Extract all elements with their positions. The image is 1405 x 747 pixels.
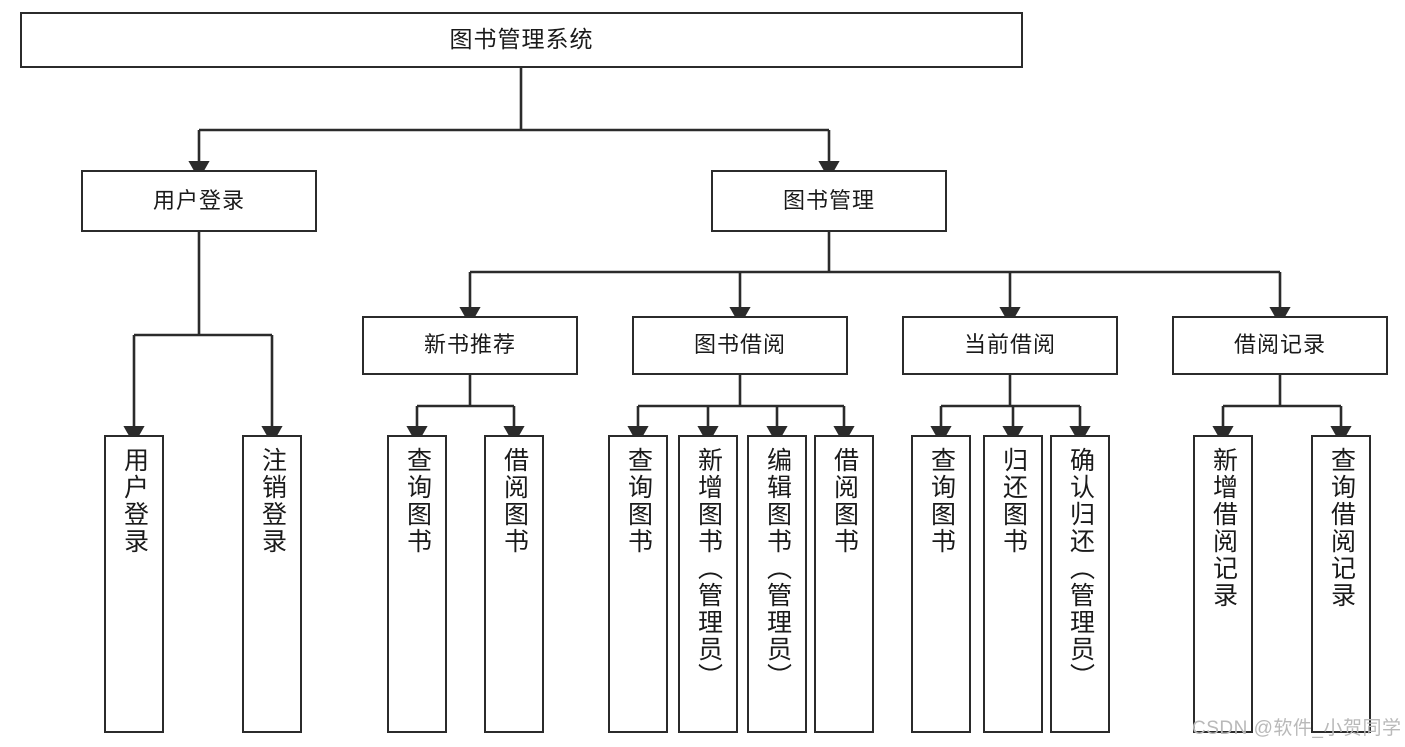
node-leaf-query-book-recommend[interactable]: 查询图书 (387, 435, 447, 733)
csdn-watermark: CSDN @软件_小贺同学 (1192, 718, 1402, 739)
node-leaf-borrow-book-recommend[interactable]: 借阅图书 (484, 435, 544, 733)
node-borrow-record-label: 借阅记录 (1233, 332, 1326, 358)
node-leaf-add-book-admin[interactable]: 新增图书（管理员） (678, 435, 738, 733)
node-user-login-label: 用户登录 (152, 187, 245, 213)
node-leaf-edit-book-admin-label: 编辑图书（管理员） (763, 447, 792, 690)
node-new-book-recommend[interactable]: 新书推荐 (362, 316, 578, 375)
node-borrow-record[interactable]: 借阅记录 (1172, 316, 1388, 375)
node-book-borrow-label: 图书借阅 (693, 332, 786, 358)
node-leaf-confirm-return-admin[interactable]: 确认归还（管理员） (1050, 435, 1110, 733)
node-leaf-query-borrow-record-label: 查询借阅记录 (1327, 447, 1356, 609)
node-user-login[interactable]: 用户登录 (81, 170, 317, 232)
node-leaf-edit-book-admin[interactable]: 编辑图书（管理员） (747, 435, 807, 733)
node-current-borrow-label: 当前借阅 (963, 332, 1056, 358)
node-new-book-recommend-label: 新书推荐 (423, 332, 516, 358)
node-leaf-user-login-label: 用户登录 (120, 447, 149, 555)
node-leaf-query-book-current-label: 查询图书 (927, 447, 956, 555)
node-leaf-add-borrow-record[interactable]: 新增借阅记录 (1193, 435, 1253, 733)
node-leaf-add-borrow-record-label: 新增借阅记录 (1209, 447, 1238, 609)
node-leaf-query-book-recommend-label: 查询图书 (403, 447, 432, 555)
node-leaf-return-book[interactable]: 归还图书 (983, 435, 1043, 733)
node-leaf-add-book-admin-label: 新增图书（管理员） (694, 447, 723, 690)
node-current-borrow[interactable]: 当前借阅 (902, 316, 1118, 375)
node-leaf-query-book-borrow-label: 查询图书 (624, 447, 653, 555)
node-leaf-query-book-borrow[interactable]: 查询图书 (608, 435, 668, 733)
node-book-borrow[interactable]: 图书借阅 (632, 316, 848, 375)
node-leaf-borrow-book-label: 借阅图书 (830, 447, 859, 555)
node-book-manage[interactable]: 图书管理 (711, 170, 947, 232)
node-root-system[interactable]: 图书管理系统 (20, 12, 1023, 68)
node-leaf-query-book-current[interactable]: 查询图书 (911, 435, 971, 733)
node-leaf-logout-login[interactable]: 注销登录 (242, 435, 302, 733)
node-leaf-borrow-book[interactable]: 借阅图书 (814, 435, 874, 733)
node-root-label: 图书管理系统 (449, 26, 594, 53)
node-leaf-confirm-return-admin-label: 确认归还（管理员） (1066, 447, 1095, 690)
node-book-manage-label: 图书管理 (782, 187, 875, 213)
node-leaf-query-borrow-record[interactable]: 查询借阅记录 (1311, 435, 1371, 733)
node-leaf-logout-login-label: 注销登录 (258, 447, 287, 555)
node-leaf-return-book-label: 归还图书 (999, 447, 1028, 555)
node-leaf-borrow-book-recommend-label: 借阅图书 (500, 447, 529, 555)
node-leaf-user-login[interactable]: 用户登录 (104, 435, 164, 733)
